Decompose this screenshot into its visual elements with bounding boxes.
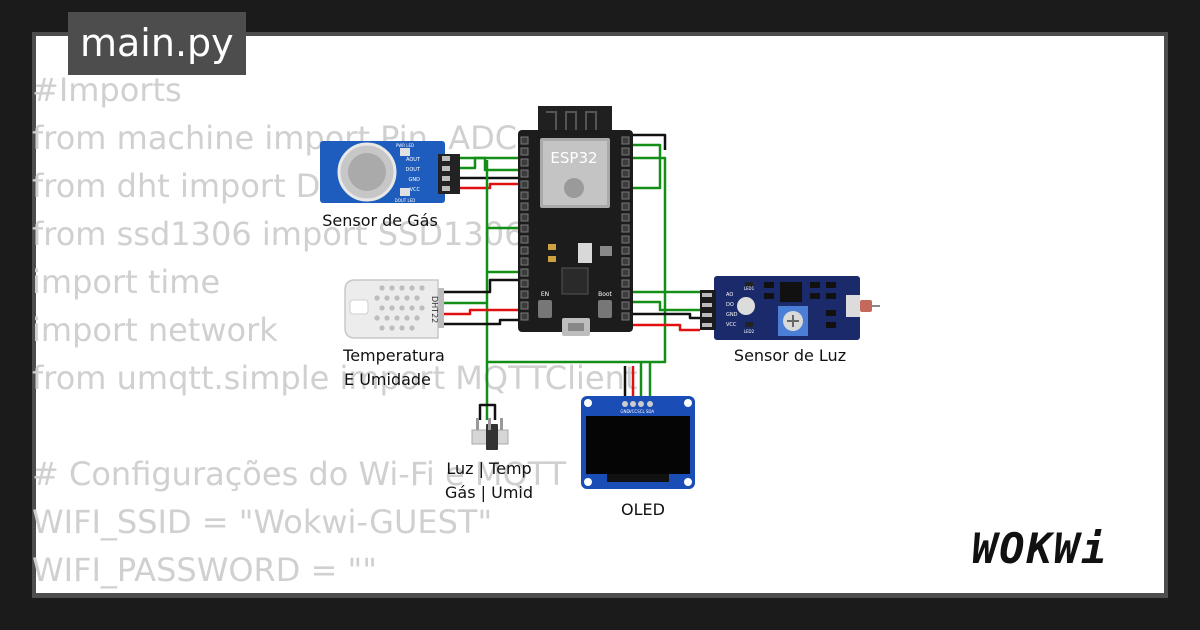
wire-light-gnd — [628, 312, 700, 320]
gas-led-pwr: PWR LED — [396, 143, 414, 148]
code-line: WIFI_SSID = "Wokwi-GUEST" — [32, 503, 493, 541]
switch-label-line2: Gás | Umid — [445, 483, 533, 502]
code-line: from umqtt.simple import MQTTClient — [32, 359, 638, 397]
oled-pin-scl: SCL — [637, 409, 645, 414]
dht-label-line1: Temperatura — [343, 346, 445, 365]
oled-label: OLED — [621, 500, 665, 519]
wire-gas-vcc — [460, 182, 518, 190]
gas-led-dout: DOUT LED — [395, 198, 416, 203]
code-line: WIFI_PASSWORD = "" — [32, 551, 377, 589]
code-line: from machine import Pin, ADC — [32, 119, 518, 157]
code-preview: #Imports from machine import Pin, ADC fr… — [32, 66, 637, 594]
wire-light-vcc — [628, 323, 700, 332]
wokwi-logo[interactable]: WOKWi — [972, 524, 1109, 573]
dht-label: Temperatura E Umidade — [330, 344, 458, 392]
esp32-boot-label: Boot — [598, 291, 612, 298]
wire-dht-1 — [440, 278, 518, 294]
code-line: import time — [32, 263, 221, 301]
gas-pin-vcc: VCC — [410, 187, 421, 193]
switch-label-line1: Luz | Temp — [446, 459, 532, 478]
dht-chip-label: DHT22 — [430, 296, 439, 323]
wire-dht-3 — [440, 308, 518, 316]
light-led1-label: LED1 — [744, 286, 755, 291]
gas-pin-aout: AOUT — [406, 157, 421, 163]
light-pin-do: DO — [726, 302, 734, 308]
gas-pin-dout: DOUT — [406, 167, 421, 173]
wire-dht-4 — [440, 318, 518, 326]
slide-switch[interactable] — [471, 418, 509, 450]
wire-gas-aout — [460, 156, 518, 172]
dht22-sensor[interactable]: DHT22 — [344, 279, 444, 339]
light-pin-vcc: VCC — [726, 322, 737, 328]
oled-display[interactable]: GND VCC SCL SDA — [581, 396, 695, 489]
wire-right-black — [628, 133, 667, 150]
code-line: import network — [32, 311, 278, 349]
wire-right-top — [628, 143, 662, 190]
dht-label-line2: E Umidade — [344, 370, 431, 389]
code-line: #Imports — [32, 71, 182, 109]
file-tab[interactable]: main.py — [68, 12, 246, 75]
light-pin-gnd: GND — [726, 312, 738, 318]
oled-pin-sda: SDA — [646, 409, 655, 414]
wire-light-do — [628, 300, 700, 312]
switch-label: Luz | Temp Gás | Umid — [430, 457, 548, 505]
gas-sensor-label: Sensor de Gás — [322, 211, 438, 230]
light-sensor-module[interactable]: AO DO GND VCC LED1 LED2 — [700, 276, 880, 340]
wire-switch-b — [478, 403, 497, 420]
code-line: # Configurações do Wi-Fi e MQTT — [32, 455, 567, 493]
esp32-en-label: EN — [541, 291, 549, 298]
gas-sensor-module[interactable]: AOUT DOUT GND VCC PWR LED DOUT LED — [320, 141, 460, 203]
oled-pin-vcc: VCC — [629, 409, 638, 414]
light-led2-label: LED2 — [744, 329, 755, 334]
wire-gas-dout — [460, 156, 518, 170]
wire-bus-left — [485, 156, 667, 364]
oled-pin-gnd: GND — [620, 409, 629, 414]
light-pin-ao: AO — [726, 292, 733, 298]
light-sensor-label: Sensor de Luz — [733, 346, 847, 365]
gas-pin-gnd: GND — [409, 177, 421, 183]
esp32-label: ESP32 — [550, 149, 597, 167]
esp32-board[interactable]: ESP32 EN Boot — [518, 106, 633, 336]
